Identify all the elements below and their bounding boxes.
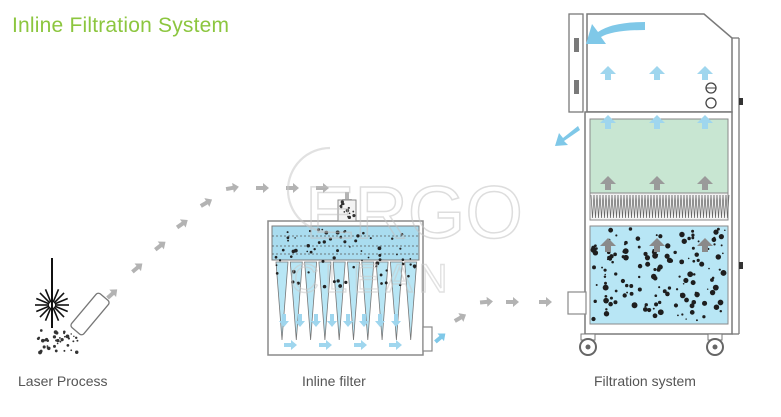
airflow-arrow-icon	[391, 314, 401, 327]
inline-filter-unit	[267, 199, 433, 356]
ergoclean-watermark: ERGO CLEAN	[286, 146, 524, 302]
airflow-arrow-icon	[225, 182, 239, 193]
outflow-arrow-icon	[586, 22, 645, 44]
up-arrow-icon	[600, 176, 616, 190]
airflow-arrow-icon	[199, 198, 213, 208]
laser-nozzle-icon	[70, 292, 110, 336]
gauge-icon	[705, 97, 717, 109]
up-arrow-icon	[697, 176, 713, 190]
up-arrow-icon	[649, 66, 665, 80]
filtration-system-cabinet	[555, 13, 743, 356]
laser-burst-icon	[35, 258, 69, 328]
up-arrow-icon	[600, 66, 616, 80]
airflow-arrow-icon	[375, 314, 385, 327]
side-outflow-arrow-icon	[555, 126, 580, 146]
airflow-arrow-icon	[319, 340, 332, 350]
up-arrow-icon	[697, 238, 713, 252]
up-arrow-icon	[600, 115, 616, 129]
airflow-arrow-icon	[256, 183, 269, 193]
airflow-arrow-icon	[506, 297, 519, 307]
airflow-arrow-icon	[539, 297, 552, 307]
up-arrow-icon	[649, 238, 665, 252]
caption-laser-process: Laser Process	[18, 373, 108, 389]
airflow-arrow-icon	[295, 314, 305, 327]
up-arrow-icon	[600, 238, 616, 252]
wheel-icon	[579, 333, 597, 356]
airflow-arrow-icon	[343, 314, 353, 327]
airflow-arrow-icon	[327, 314, 337, 327]
airflow-arrow-icon	[286, 183, 299, 193]
airflow-arrow-icon	[279, 314, 289, 327]
caption-inline-filter: Inline filter	[302, 373, 366, 389]
up-arrow-icon	[697, 115, 713, 129]
up-arrow-icon	[697, 66, 713, 80]
airflow-arrow-icon	[131, 263, 143, 274]
airflow-arrow-icon	[311, 314, 321, 327]
airflow-arrow-icon	[479, 296, 493, 307]
diagram-title: Inline Filtration System	[12, 14, 230, 37]
watermark-line2: CLEAN	[290, 257, 453, 301]
airflow-arrow-icon	[434, 333, 446, 344]
airflow-arrow-icon	[284, 340, 297, 350]
airflow-arrow-icon	[175, 219, 188, 230]
caption-filtration-system: Filtration system	[594, 373, 696, 389]
watermark-line1: ERGO	[305, 171, 523, 254]
airflow-arrow-icon	[316, 183, 329, 193]
laser-debris-particles	[36, 329, 79, 355]
airflow-arrow-icon	[106, 289, 118, 300]
airflow-arrow-icon	[154, 241, 166, 252]
wheel-icon	[706, 333, 724, 356]
up-arrow-icon	[649, 176, 665, 190]
airflow-path-arrows	[106, 182, 552, 344]
airflow-arrow-icon	[359, 314, 369, 327]
up-arrow-icon	[649, 115, 665, 129]
airflow-arrow-icon	[453, 313, 467, 323]
airflow-arrow-icon	[354, 340, 367, 350]
airflow-arrow-icon	[389, 340, 402, 350]
